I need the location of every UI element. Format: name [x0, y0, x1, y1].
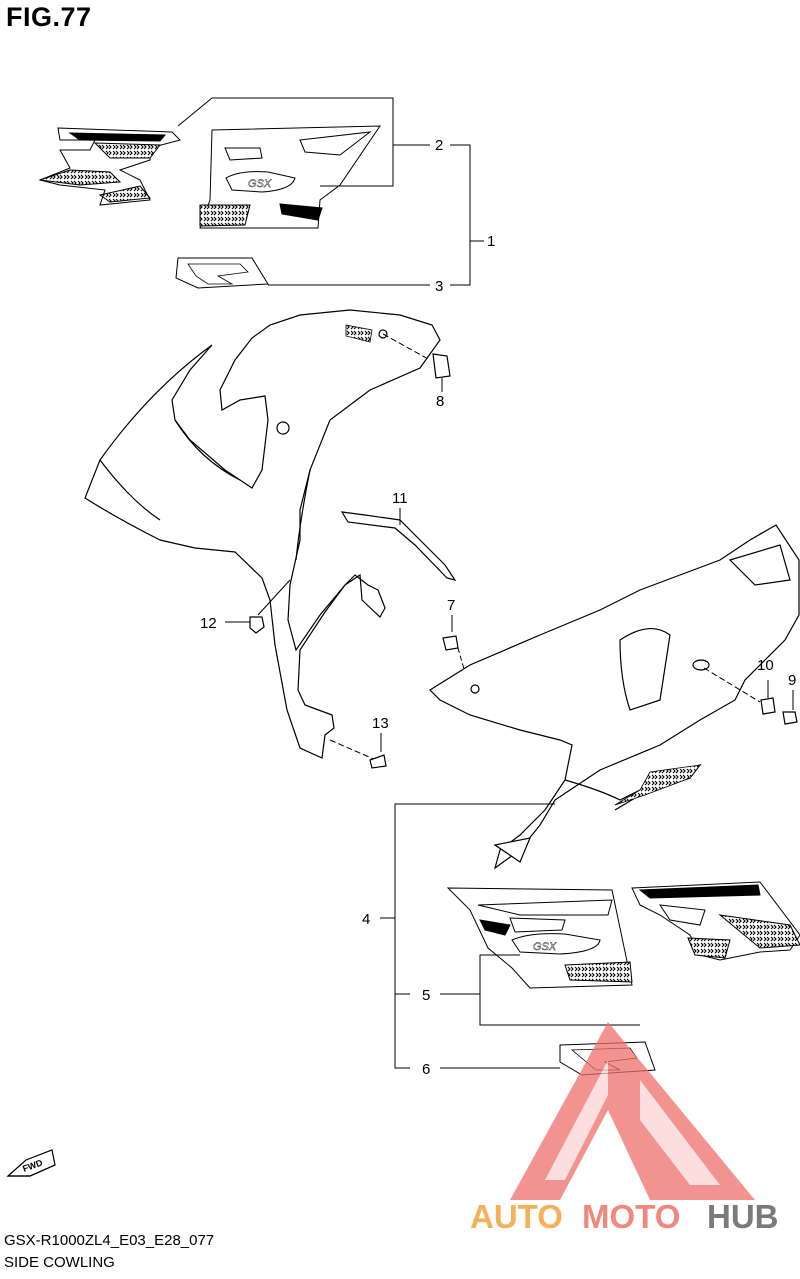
screw-12	[225, 579, 291, 634]
callout-3: 3	[435, 278, 443, 295]
watermark-auto: AUTO	[470, 1198, 563, 1235]
callout-12: 12	[200, 615, 217, 632]
callout-10: 10	[757, 657, 774, 674]
footer-code: GSX-R1000ZL4_E03_E28_077	[4, 1232, 215, 1249]
figure-title: FIG.77	[6, 2, 92, 32]
watermark-hub: HUB	[707, 1198, 779, 1235]
decal-gsx-text-upper: GSX	[248, 178, 272, 190]
callout-7: 7	[447, 597, 455, 614]
callout-13: 13	[372, 715, 389, 732]
fwd-arrow-icon: FWD	[6, 1149, 56, 1177]
fastener-8	[382, 333, 451, 392]
callout-4: 4	[362, 911, 370, 928]
watermark-moto: MOTO	[582, 1198, 680, 1235]
bracket-part-2	[177, 97, 484, 286]
callout-11: 11	[392, 490, 408, 507]
inner-cowl	[84, 309, 441, 759]
fastener-9-10	[703, 667, 798, 725]
callout-9: 9	[788, 672, 796, 689]
r-decal-upper	[175, 257, 430, 289]
footer-title: SIDE COWLING	[4, 1254, 115, 1271]
decal-set-lower: GSX	[446, 881, 800, 989]
callout-5: 5	[422, 987, 430, 1004]
callout-8: 8	[436, 393, 444, 410]
callout-1: 1	[487, 233, 495, 250]
callout-6: 6	[422, 1061, 430, 1078]
automotohub-logo	[510, 1022, 755, 1200]
side-cowl	[429, 524, 800, 870]
screw-13	[329, 733, 387, 769]
seal-strip-11	[340, 508, 457, 581]
callout-labels: 1 2 3 4 5 6 7 8 9 10 11 12 13	[200, 137, 796, 1078]
bracket-part-4	[380, 803, 640, 1069]
callout-2: 2	[435, 137, 443, 154]
automotohub-wordmark: AUTO MOTO HUB	[470, 1198, 779, 1235]
decal-gsx-text-lower: GSX	[533, 941, 557, 953]
decal-set-upper: GSX	[38, 125, 381, 229]
